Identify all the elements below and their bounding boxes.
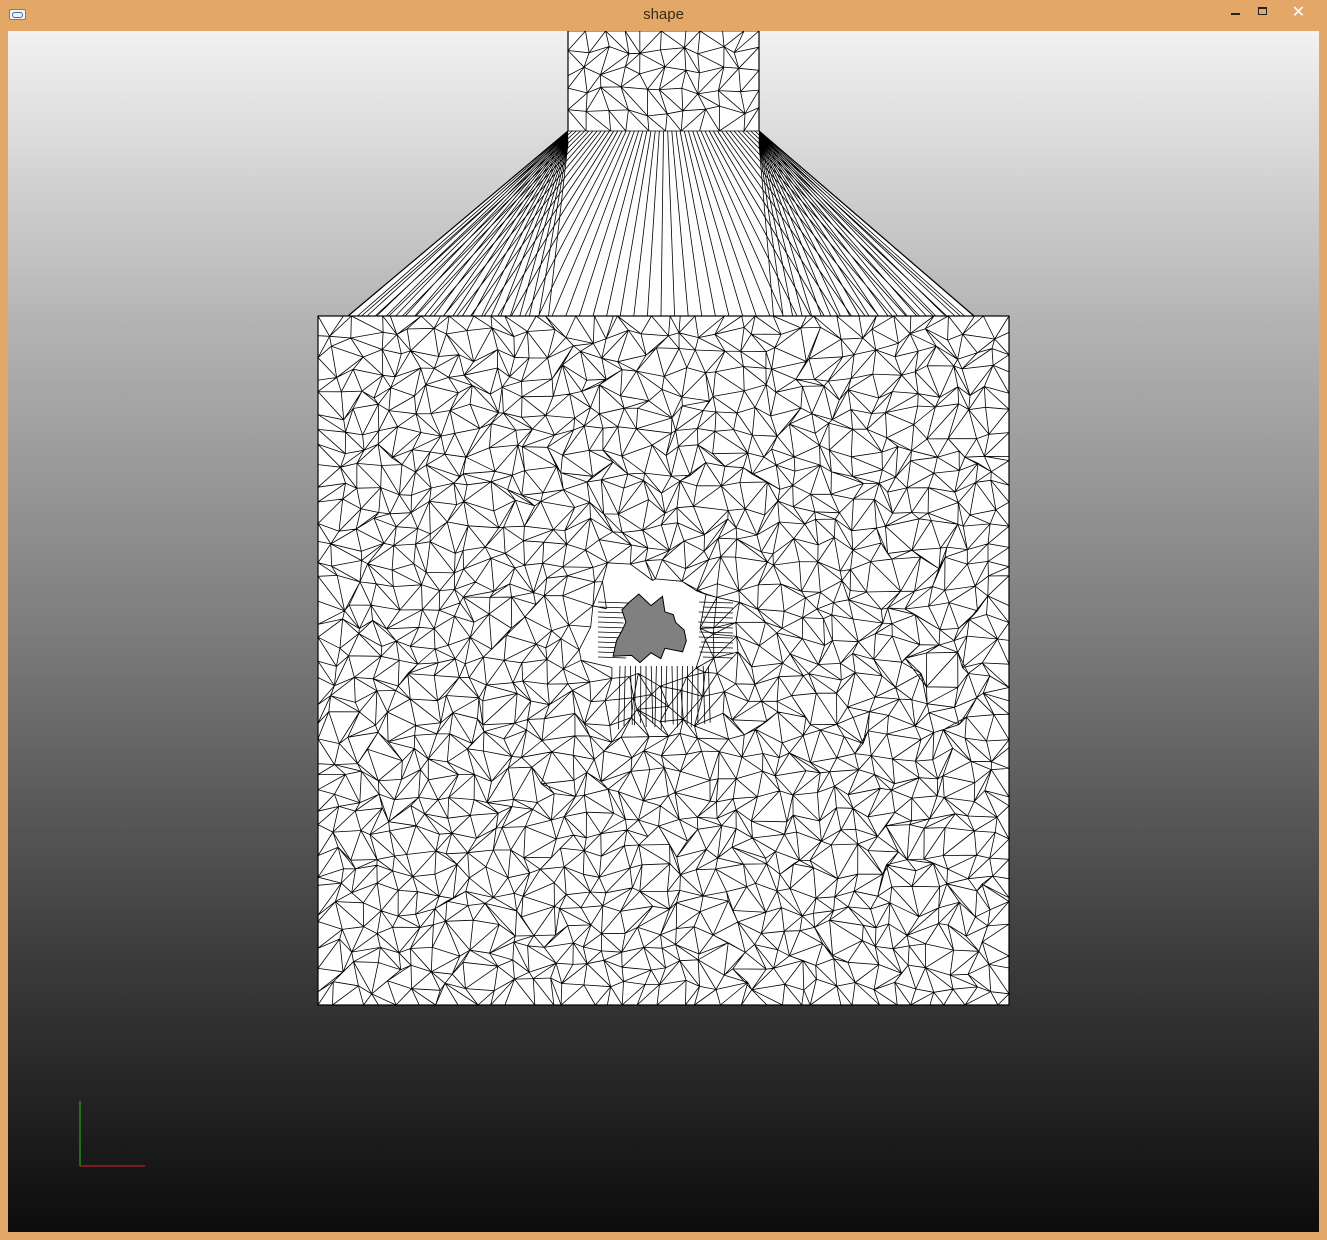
mesh-outline xyxy=(317,31,1010,1006)
title-bar[interactable]: shape ✕ xyxy=(0,0,1327,30)
maximize-icon xyxy=(1257,7,1267,15)
window-title: shape xyxy=(643,6,684,23)
axis-trihedron xyxy=(79,1101,145,1167)
minimize-icon xyxy=(1230,13,1240,15)
neck-wireframe xyxy=(567,31,760,132)
mesh-canvas[interactable] xyxy=(8,31,1319,1232)
app-icon[interactable] xyxy=(9,9,26,20)
maximize-button[interactable] xyxy=(1248,0,1276,22)
neck-outline-left xyxy=(347,31,569,317)
close-button[interactable]: ✕ xyxy=(1276,0,1321,22)
center-hole xyxy=(612,593,687,664)
3d-viewport[interactable] xyxy=(8,31,1319,1232)
minimize-button[interactable] xyxy=(1221,0,1249,22)
close-icon: ✕ xyxy=(1291,1,1306,21)
hole-slivers xyxy=(597,601,734,730)
neck-face xyxy=(348,31,974,316)
plate-outline xyxy=(317,315,1010,1006)
plate-face xyxy=(318,316,1009,1005)
neck-outline-right xyxy=(758,31,975,317)
